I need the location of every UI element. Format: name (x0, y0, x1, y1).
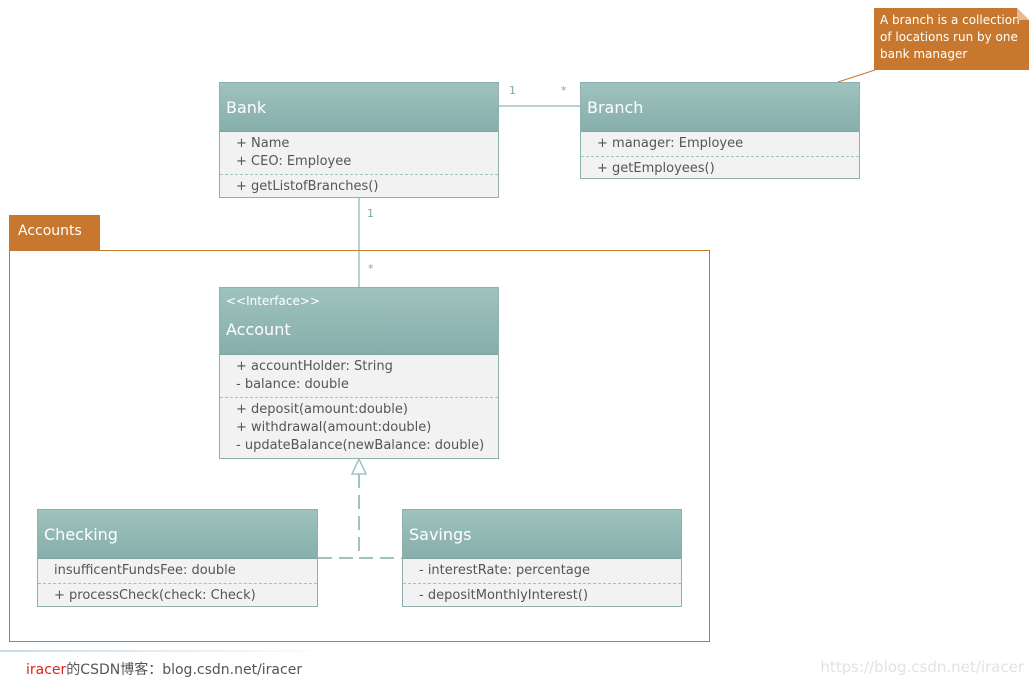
attribute: + accountHolder: String (236, 359, 393, 374)
class-account-operations: + deposit(amount:double) + withdrawal(am… (220, 397, 498, 458)
package-tab[interactable]: Accounts (9, 215, 100, 250)
class-branch-name: Branch (587, 98, 644, 117)
class-savings-operations: - depositMonthlyInterest() (403, 583, 681, 608)
attribute: - interestRate: percentage (419, 563, 591, 578)
class-savings[interactable]: Savings - interestRate: percentage - dep… (402, 509, 682, 607)
class-bank[interactable]: Bank + Name + CEO: Employee + getListofB… (219, 82, 499, 198)
multiplicity-account-side: * (368, 262, 374, 275)
operation: - updateBalance(newBalance: double) (236, 438, 485, 453)
package-label: Accounts (18, 223, 82, 239)
multiplicity-branch-side: * (561, 84, 567, 97)
attribute: insufficentFundsFee: double (54, 563, 236, 578)
attribute: + Name (236, 136, 290, 151)
operation: + processCheck(check: Check) (54, 588, 256, 603)
class-account-name: Account (226, 320, 291, 339)
class-account-header: <<Interface>> Account (220, 288, 498, 355)
class-branch[interactable]: Branch + manager: Employee + getEmployee… (580, 82, 860, 179)
class-account[interactable]: <<Interface>> Account + accountHolder: S… (219, 287, 499, 459)
operation: + withdrawal(amount:double) (236, 420, 432, 435)
note-branch[interactable]: A branch is a collection of locations ru… (874, 8, 1029, 70)
multiplicity-bank-to-account: 1 (367, 207, 374, 220)
class-bank-attributes: + Name + CEO: Employee (220, 132, 498, 174)
package-accounts (9, 250, 710, 642)
attribute: + manager: Employee (597, 136, 744, 151)
class-savings-name: Savings (409, 525, 472, 544)
class-bank-name: Bank (226, 98, 267, 117)
class-branch-attributes: + manager: Employee (581, 132, 859, 156)
class-branch-operations: + getEmployees() (581, 156, 859, 181)
operation: + getEmployees() (597, 161, 715, 176)
footer-author[interactable]: iracer (26, 662, 67, 678)
class-savings-header: Savings (403, 510, 681, 559)
footer-divider (0, 650, 340, 652)
class-bank-header: Bank (220, 83, 498, 132)
watermark: https://blog.csdn.net/iracer (820, 658, 1024, 676)
note-text: A branch is a collection of locations ru… (880, 13, 1020, 61)
multiplicity-bank-side: 1 (509, 84, 516, 97)
class-account-stereotype: <<Interface>> (226, 294, 320, 308)
note-anchor-line (837, 69, 876, 83)
class-checking-header: Checking (38, 510, 317, 559)
class-checking-name: Checking (44, 525, 118, 544)
footer-blog-text: 的CSDN博客：blog.csdn.net/iracer (66, 662, 303, 678)
attribute: - balance: double (236, 377, 349, 392)
operation: + deposit(amount:double) (236, 402, 408, 417)
operation: - depositMonthlyInterest() (419, 588, 589, 603)
class-branch-header: Branch (581, 83, 859, 132)
class-savings-attributes: - interestRate: percentage (403, 559, 681, 583)
realization-arrowhead (350, 457, 368, 475)
class-bank-operations: + getListofBranches() (220, 174, 498, 199)
class-account-attributes: + accountHolder: String - balance: doubl… (220, 355, 498, 397)
operation: + getListofBranches() (236, 179, 379, 194)
class-checking[interactable]: Checking insufficentFundsFee: double + p… (37, 509, 318, 607)
class-checking-attributes: insufficentFundsFee: double (38, 559, 317, 583)
class-checking-operations: + processCheck(check: Check) (38, 583, 317, 608)
attribute: + CEO: Employee (236, 154, 352, 169)
footer-caption: iracer的CSDN博客：blog.csdn.net/iracer (26, 659, 302, 679)
